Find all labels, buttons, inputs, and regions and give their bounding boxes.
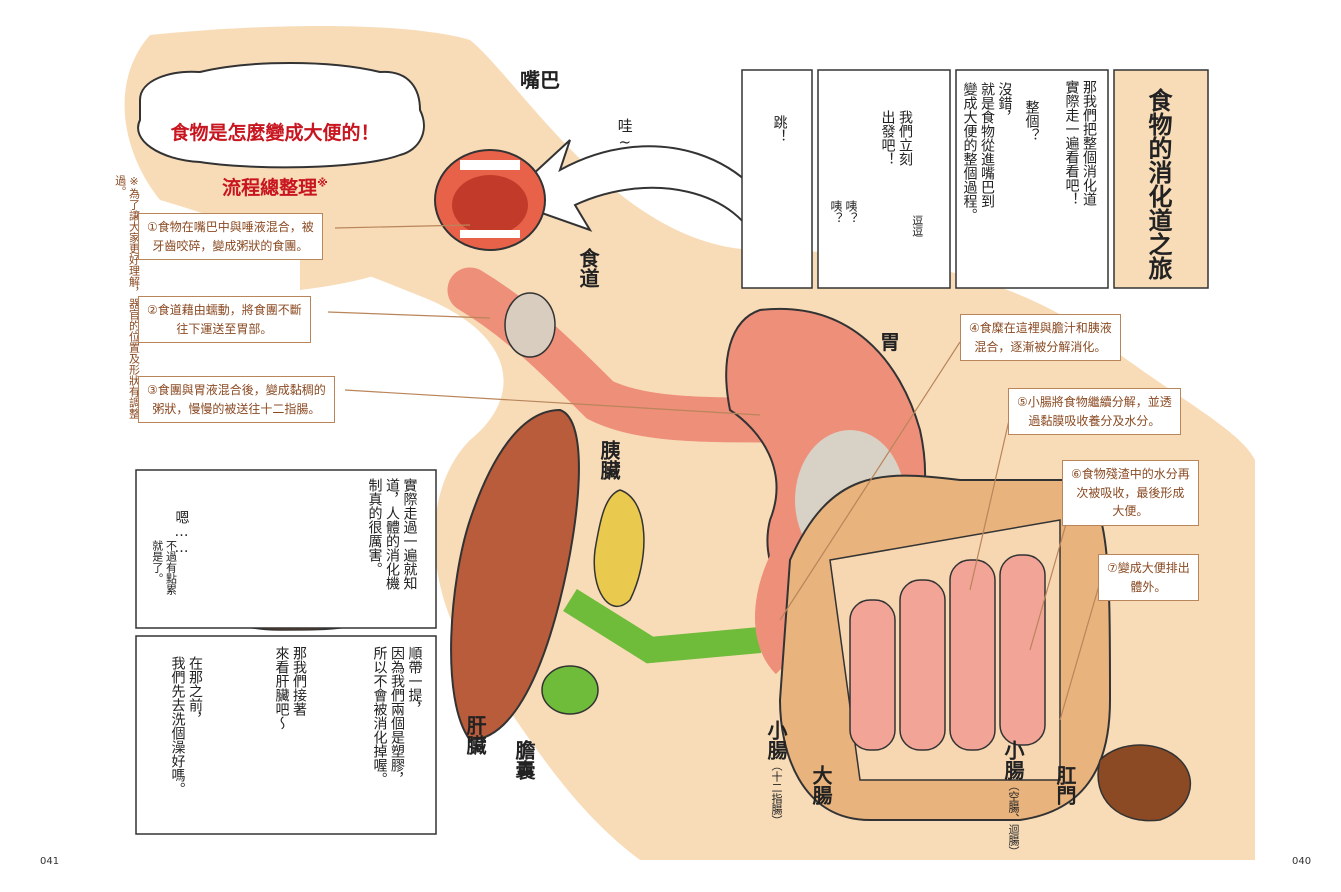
- page-number-left: 041: [40, 856, 60, 867]
- gallbladder: [541, 665, 599, 715]
- bottom-panel-2c-text: 在那之前， 我們先去洗個澡好嗎。: [169, 656, 204, 796]
- label-esophagus: 食道: [576, 248, 600, 288]
- top-panel-1-text: 那我們把整個消化道 實際走一遍看看吧！: [1063, 80, 1098, 206]
- label-large-intestine: 大腸: [809, 765, 833, 805]
- liver: [450, 408, 580, 742]
- title-line1: 食物是怎麼變成大便的！: [170, 121, 380, 144]
- label-small-intestine-duodenum: 小腸（十二指腸）: [764, 720, 788, 826]
- bottom-panel-2-text: 順帶一提， 因為我們兩個是塑膠， 所以不會被消化掉喔。: [371, 646, 423, 786]
- label-duodenum-sub: （十二指腸）: [770, 760, 783, 826]
- top-panel-frame-4: [1113, 69, 1209, 289]
- title-cloud: [137, 62, 425, 169]
- bottom-panel-1-text: 實際走過一遍就知 道，人體的消化機 制真的很厲害。: [366, 478, 418, 590]
- main-title: 食物是怎麼變成大便的！ 流程總整理※: [150, 92, 400, 230]
- top-panel-3b-text: 咦？ 咦？: [829, 200, 858, 224]
- sfx-wa: 哇~: [615, 118, 634, 151]
- top-panel-3-text: 我們立刻 出發吧！: [879, 110, 914, 166]
- top-panel-4-text: 跳！: [771, 115, 788, 143]
- bottom-panel-frame-1: [135, 469, 437, 629]
- pancreas: [593, 489, 645, 607]
- side-title: 食物的消化道之旅: [1144, 88, 1172, 280]
- step-4-note: ④食糜在這裡與膽汁和胰液 混合，逐漸被分解消化。: [960, 314, 1121, 362]
- top-panel-frame-1: [741, 69, 813, 289]
- top-panel-frame-3: [955, 69, 1109, 289]
- step-1-note: ①食物在嘴巴中與唾液混合，被 牙齒咬碎，變成粥狀的食團。: [138, 213, 323, 261]
- label-small-intestine: 小腸（空腸、迴腸）: [1001, 740, 1025, 857]
- label-small-intestine-sub: （空腸、迴腸）: [1007, 780, 1020, 857]
- label-stomach: 胃: [880, 330, 900, 354]
- top-panel-1b-text: 整個？: [1023, 100, 1040, 142]
- step-5-note: ⑤小腸將食物繼續分解，並透 過黏膜吸收養分及水分。: [1008, 388, 1181, 436]
- footnote: ※為了讓大家更好理解，器官的位置及形狀有調整過。: [113, 175, 141, 419]
- top-panel-2-text: 沒錯， 就是食物從進嘴巴到 變成大便的整個過程。: [961, 82, 1013, 222]
- bottom-panel-1b-text: 嗯……: [173, 510, 190, 556]
- page-number-right: 040: [1292, 856, 1312, 867]
- step-3-note: ③食團與胃液混合後，變成黏稠的 粥狀，慢慢的被送往十二指腸。: [138, 376, 335, 424]
- poop-anus: [1097, 744, 1191, 822]
- step-2-note: ②食道藉由蠕動，將食團不斷 往下運送至胃部。: [138, 296, 311, 344]
- step-7-note: ⑦變成大便排出 體外。: [1098, 554, 1199, 602]
- bile-duct: [563, 588, 762, 664]
- bottom-panel-frame-2: [135, 635, 437, 835]
- title-mark: ※: [317, 176, 328, 190]
- top-panel-frame-2: [817, 69, 951, 289]
- label-anus: 肛門: [1053, 765, 1077, 805]
- label-gallbladder: 膽囊: [512, 740, 536, 780]
- title-line2: 流程總整理※: [222, 176, 328, 199]
- jump-arrow: [503, 139, 792, 251]
- label-mouth: 嘴巴: [520, 68, 560, 92]
- step-6-note: ⑥食物殘渣中的水分再 次被吸收，最後形成 大便。: [1062, 460, 1199, 526]
- bottom-panel-1c-text: 不過有點累 就是了。: [150, 540, 178, 595]
- top-panel-3c-text: 逗逗: [910, 215, 924, 237]
- small-intestine-loops: [849, 554, 1046, 751]
- label-liver: 肝臟: [463, 715, 487, 755]
- bottom-panel-2b-text: 那我們接著 來看肝臟吧～: [273, 646, 308, 730]
- label-pancreas: 胰臟: [597, 440, 621, 480]
